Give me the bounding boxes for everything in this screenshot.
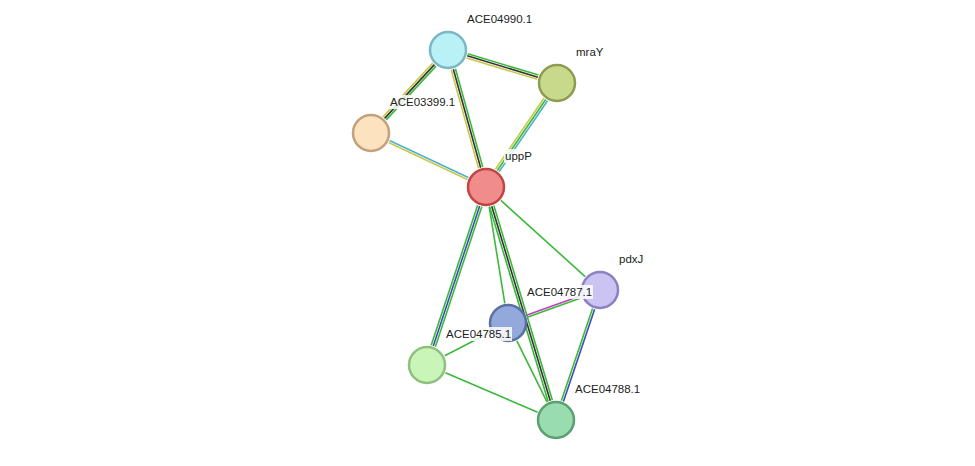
evidence-line bbox=[385, 65, 435, 119]
evidence-line bbox=[495, 98, 543, 169]
evidence-line bbox=[451, 70, 478, 168]
evidence-line bbox=[490, 207, 548, 402]
node-circle bbox=[407, 345, 447, 385]
evidence-line bbox=[501, 200, 585, 276]
protein-node: ACE04788.1 bbox=[536, 380, 576, 440]
evidence-line bbox=[386, 66, 436, 120]
node-disc bbox=[430, 32, 466, 68]
interaction-edge bbox=[490, 206, 553, 402]
protein-node: pdxJ bbox=[580, 250, 620, 310]
evidence-line bbox=[445, 373, 537, 412]
evidence-line bbox=[467, 58, 538, 79]
interaction-edge bbox=[383, 63, 436, 120]
evidence-line bbox=[455, 69, 482, 167]
evidence-line bbox=[517, 341, 547, 402]
protein-node: ACE04990.1 bbox=[428, 10, 468, 70]
interaction-edge bbox=[431, 205, 482, 346]
protein-label: ACE04990.1 bbox=[466, 12, 533, 26]
node-disc bbox=[538, 402, 574, 438]
evidence-line bbox=[389, 142, 468, 179]
interaction-edge bbox=[389, 141, 469, 180]
evidence-line bbox=[492, 206, 550, 401]
node-disc bbox=[409, 347, 445, 383]
evidence-line bbox=[453, 69, 480, 167]
protein-label: ACE03399.1 bbox=[389, 95, 456, 109]
evidence-line bbox=[435, 207, 481, 347]
protein-label: ACE04787.1 bbox=[526, 285, 593, 299]
evidence-line bbox=[431, 205, 477, 345]
node-circle bbox=[428, 30, 468, 70]
node-circle bbox=[537, 63, 577, 103]
evidence-line bbox=[494, 206, 552, 401]
evidence-line bbox=[433, 206, 479, 346]
protein-label: ACE04785.1 bbox=[445, 327, 512, 341]
protein-label: uppP bbox=[504, 149, 533, 163]
evidence-line bbox=[527, 298, 581, 317]
protein-label: mraY bbox=[575, 45, 604, 59]
interaction-edge bbox=[451, 69, 483, 169]
node-circle bbox=[466, 167, 506, 207]
protein-node: mraY bbox=[537, 43, 577, 103]
evidence-line bbox=[468, 54, 539, 75]
protein-label: pdxJ bbox=[618, 252, 644, 266]
interaction-edge bbox=[467, 54, 539, 80]
interaction-edge bbox=[445, 373, 537, 412]
evidence-line bbox=[499, 101, 547, 172]
evidence-line bbox=[390, 141, 469, 178]
node-circle bbox=[536, 400, 576, 440]
protein-node: uppP bbox=[466, 147, 506, 207]
node-disc bbox=[468, 169, 504, 205]
interaction-edge bbox=[517, 341, 547, 402]
protein-label: ACE04788.1 bbox=[574, 382, 641, 396]
node-disc bbox=[539, 65, 575, 101]
node-circle bbox=[351, 113, 391, 153]
evidence-line bbox=[497, 100, 545, 171]
protein-node: ACE04785.1 bbox=[407, 325, 447, 385]
node-disc bbox=[353, 115, 389, 151]
protein-node: ACE03399.1 bbox=[351, 93, 391, 153]
evidence-line bbox=[467, 56, 538, 77]
interaction-edge bbox=[495, 98, 547, 171]
interaction-edge bbox=[501, 200, 585, 276]
